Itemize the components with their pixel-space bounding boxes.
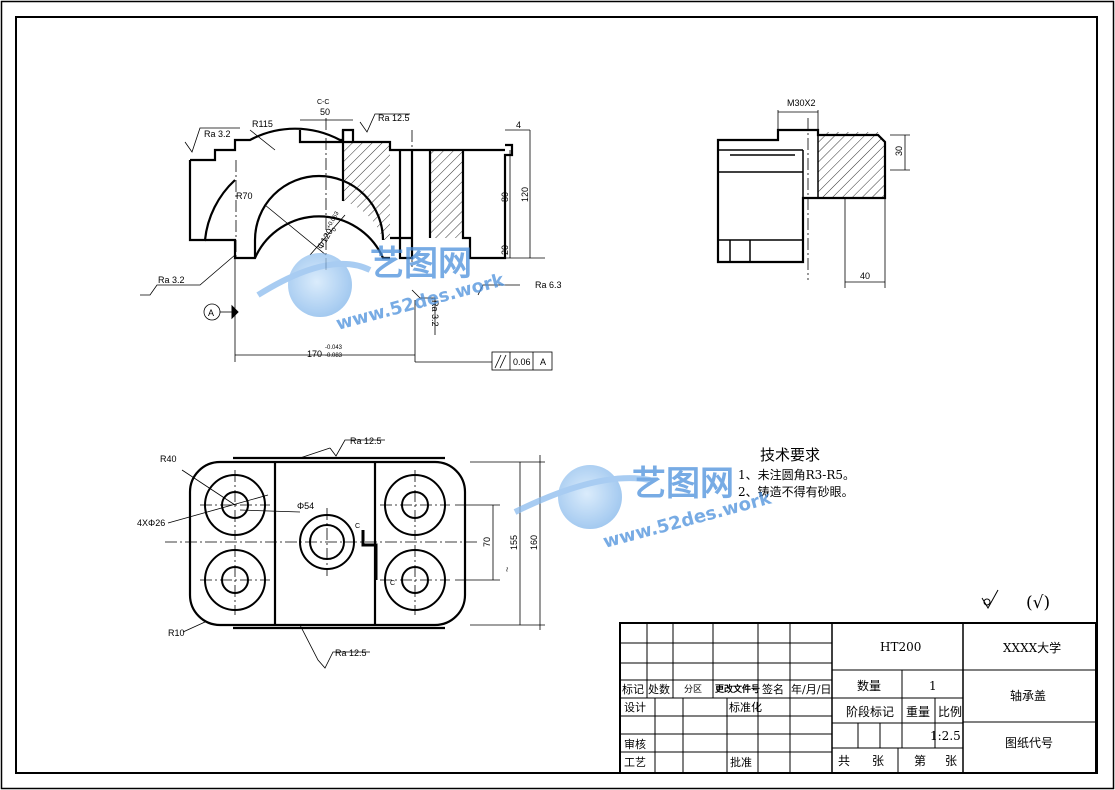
plan-holes: 4XΦ26 xyxy=(137,518,165,528)
front-dim-4: 4 xyxy=(516,120,521,130)
tb-rev-zone: 分区 xyxy=(684,684,702,695)
plan-mark-c2: C xyxy=(390,580,395,587)
tb-rev-date: 年/月/日 xyxy=(791,682,831,696)
tb-material: HT200 xyxy=(880,640,921,654)
front-view xyxy=(140,113,553,371)
plan-dim-70: 70 xyxy=(482,537,492,547)
tb-approve: 批准 xyxy=(730,755,752,769)
tb-sheet-unit2: 张 xyxy=(945,754,957,768)
tb-scale-value: 1:2.5 xyxy=(930,729,961,743)
tb-page-label: 第 xyxy=(914,754,926,768)
tb-qty-value: 1 xyxy=(929,679,937,693)
side-dim-30: 30 xyxy=(894,146,904,156)
front-dim-170-tol2: -0.083 xyxy=(325,353,343,359)
watermark-name-1: 艺图网 xyxy=(370,244,472,284)
front-ra-top-left: Ra 3.2 xyxy=(204,129,231,139)
front-ra-inner: Ra 3.2 xyxy=(430,300,440,327)
plan-dim-160: 160 xyxy=(529,535,539,550)
front-dim-120: 120 xyxy=(520,187,530,202)
tb-stage-label: 阶段标记 xyxy=(846,704,894,719)
tech-req-title: 技术要求 xyxy=(760,446,820,464)
front-r115: R115 xyxy=(252,119,273,129)
plan-dia54: Φ54 xyxy=(297,501,314,511)
side-dim-40: 40 xyxy=(860,271,870,281)
watermark-2: 艺图网 www.52des.work xyxy=(513,464,774,553)
watermark-name-2: 艺图网 xyxy=(632,464,734,504)
tb-scale-label: 比例 xyxy=(938,705,962,719)
inner-border xyxy=(15,16,1098,774)
front-dim-170-tol1: -0.043 xyxy=(325,345,343,351)
front-dim-170: 170 xyxy=(307,349,322,359)
tb-rev-sign: 签名 xyxy=(762,682,784,696)
tb-sheet-unit1: 张 xyxy=(872,754,884,768)
tech-req-line1: 1、未注圆角R3-R5。 xyxy=(738,467,855,482)
watermark-globe-2 xyxy=(558,465,622,529)
tb-weight-label: 重量 xyxy=(906,705,930,719)
front-cc-mark: C-C xyxy=(317,99,329,106)
front-datum: A xyxy=(208,308,214,318)
side-view xyxy=(716,110,910,288)
tb-standard: 标准化 xyxy=(729,700,762,714)
tb-qty-label: 数量 xyxy=(857,678,881,693)
plan-mark-tilde: ~ xyxy=(502,567,512,572)
front-dim-20: 20 xyxy=(500,245,510,255)
roughness-symbol xyxy=(981,589,999,609)
plan-dim-155: 155 xyxy=(509,535,519,550)
surface-note: (√) xyxy=(1026,593,1050,613)
front-r70: R70 xyxy=(236,191,253,201)
tb-drawing-no: 图纸代号 xyxy=(1005,736,1053,750)
tb-process: 工艺 xyxy=(624,756,646,769)
front-dim-80: 80 xyxy=(500,192,510,202)
tb-design: 设计 xyxy=(624,701,646,714)
tb-rev-count: 处数 xyxy=(648,683,670,696)
tech-req-line2: 2、铸造不得有砂眼。 xyxy=(738,484,854,499)
plan-r10: R10 xyxy=(168,628,185,638)
front-ra-bottom-left: Ra 3.2 xyxy=(158,275,185,285)
tb-rev-mark: 标记 xyxy=(622,682,644,696)
plan-r40: R40 xyxy=(160,454,177,464)
tb-rev-doc: 更改文件号 xyxy=(715,683,760,695)
title-block xyxy=(619,622,1097,774)
side-thread: M30X2 xyxy=(787,98,816,108)
plan-view xyxy=(165,439,545,669)
front-dim-50: 50 xyxy=(320,107,330,117)
tb-part-name: 轴承盖 xyxy=(1010,688,1046,703)
front-tol-datum: A xyxy=(540,357,546,367)
tb-review: 审核 xyxy=(624,737,646,751)
tb-university: XXXX大学 xyxy=(1003,640,1061,655)
plan-mark-c: C xyxy=(355,523,360,530)
front-ra-top-right: Ra 12.5 xyxy=(378,113,410,123)
plan-ra-bottom: Ra 12.5 xyxy=(335,648,367,658)
front-dia120-tol2: 0 xyxy=(331,226,338,232)
front-ra-right: Ra 6.3 xyxy=(535,280,562,290)
tb-total-label: 共 xyxy=(838,754,850,768)
front-tol-value: 0.06 xyxy=(513,357,531,367)
title-block-text: HT200 XXXX大学 轴承盖 数量 1 阶段标记 重量 比例 1:2.5 图… xyxy=(622,640,1061,769)
plan-ra-top: Ra 12.5 xyxy=(350,436,382,446)
watermark-1: 艺图网 www.52des.work xyxy=(256,244,507,335)
